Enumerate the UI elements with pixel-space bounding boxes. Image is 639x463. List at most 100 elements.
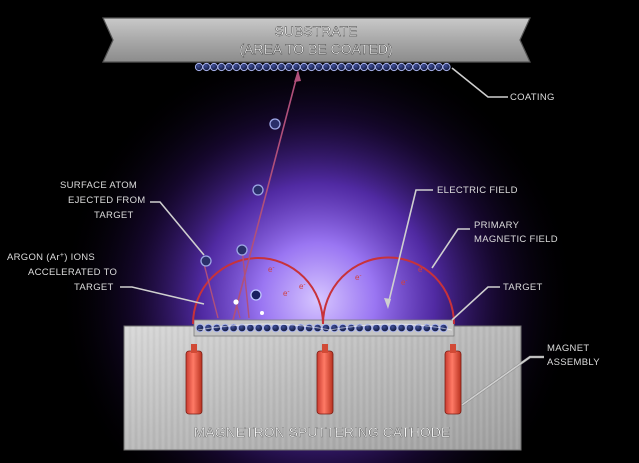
- argon-ions-pointer: [120, 286, 205, 305]
- coating-atom: [247, 62, 256, 72]
- magnet-right-cap: [450, 344, 456, 353]
- coating-atom: [194, 62, 204, 72]
- target-atom: [220, 323, 230, 333]
- magnet-assembly: [185, 344, 462, 415]
- magnet-right: [444, 350, 462, 415]
- sputtered-atom: [269, 118, 281, 130]
- surface-atom-label: SURFACE ATOM EJECTED FROM TARGET: [60, 180, 146, 221]
- target-atom: [237, 323, 247, 333]
- coating-atom: [397, 62, 406, 72]
- ion-trajectory: [235, 301, 241, 319]
- sputtered-atom: [236, 244, 248, 256]
- coating-atom: [382, 62, 391, 72]
- coating-atom: [329, 62, 339, 72]
- magnet-center-cap: [322, 344, 328, 353]
- coating-atom: [374, 62, 384, 72]
- coating-atom: [254, 62, 264, 72]
- sputtered-atoms: [200, 118, 281, 315]
- argon-ion: [250, 289, 262, 301]
- target-atom: [195, 323, 205, 333]
- coating-atom: [314, 62, 324, 72]
- argon-ions-label-line: ARGON (Ar+) IONS: [7, 252, 95, 263]
- target-atom: [380, 323, 390, 333]
- coating-layer: [194, 62, 451, 72]
- coating-atom: [209, 62, 219, 72]
- target-atom: [271, 323, 280, 333]
- coating-atom: [292, 62, 301, 72]
- target-atom: [346, 323, 356, 333]
- coating-atom: [389, 62, 399, 72]
- coating-atom: [262, 62, 271, 72]
- coating-atom: [322, 62, 331, 72]
- target-atom: [372, 323, 381, 333]
- target-pointer: [451, 286, 500, 321]
- electric-field-arrowhead: [384, 298, 391, 309]
- sputtered-atom: [200, 255, 212, 267]
- coating-atom: [232, 62, 241, 72]
- target-atom: [262, 323, 272, 333]
- target-atom: [279, 323, 289, 333]
- trajectories: [202, 70, 301, 321]
- target-atom: [254, 323, 264, 333]
- primary-field-label-line: MAGNETIC FIELD: [474, 234, 558, 245]
- coating-atom: [419, 62, 429, 72]
- primary-field-label-line: PRIMARY: [474, 220, 520, 231]
- magnetic-field-arc-left: [192, 257, 324, 325]
- coating-label: COATING: [510, 92, 555, 103]
- magnetic-field-arc-right: [322, 256, 455, 325]
- electric-field-label: ELECTRIC FIELD: [437, 185, 518, 196]
- ion-trajectory: [202, 259, 219, 319]
- magnet-left: [185, 350, 203, 415]
- substrate-subtitle: (AREA TO BE COATED): [239, 41, 392, 57]
- magnet-center: [316, 350, 334, 415]
- target-atom: [330, 323, 339, 333]
- electrons: e- e- e- e- e- e-: [268, 265, 424, 298]
- coating-atom: [337, 62, 346, 72]
- coating-atom: [359, 62, 369, 72]
- coating-atom: [217, 62, 226, 72]
- magnet-assembly-pointer: [461, 356, 544, 406]
- primary-field-pointer: [431, 228, 470, 269]
- electron: e-: [283, 289, 289, 298]
- electron: e-: [418, 265, 424, 274]
- ion-trajectory: [241, 247, 250, 319]
- coating-atom: [202, 62, 211, 72]
- surface-atom-label-line: SURFACE ATOM: [60, 180, 137, 191]
- substrate: SUBSTRATE (AREA TO BE COATED): [102, 17, 531, 63]
- argon-ions-label: ARGON (Ar+) IONS ACCELERATED TO TARGET: [7, 252, 117, 293]
- coating-atom: [352, 62, 361, 72]
- electron: e-: [401, 278, 407, 287]
- substrate-title: SUBSTRATE: [275, 23, 358, 39]
- coating-atom: [284, 62, 294, 72]
- coating-atom: [367, 62, 376, 72]
- coating-atom: [404, 62, 414, 72]
- coating-atom: [224, 62, 234, 72]
- coating-atom: [239, 62, 249, 72]
- target-label: TARGET: [503, 282, 543, 293]
- target-atom: [397, 323, 406, 333]
- target-atom: [430, 323, 440, 333]
- surface-atom-label-line: EJECTED FROM: [68, 195, 146, 206]
- coating-atom: [269, 62, 279, 72]
- sputtered-atom: [252, 184, 264, 196]
- substrate-plate: [102, 17, 531, 63]
- trajectory-arrowhead: [294, 70, 301, 82]
- coating-atom: [307, 62, 316, 72]
- electric-field-pointer: [387, 189, 433, 306]
- surface-atom-label-line: TARGET: [94, 210, 134, 221]
- coating-atom: [427, 62, 436, 72]
- magnet-assembly-label-line: MAGNET: [547, 343, 589, 354]
- coating-atom: [277, 62, 286, 72]
- coating-atom: [442, 62, 451, 72]
- coating-atom: [434, 62, 444, 72]
- magnet-left-cap: [191, 344, 197, 353]
- ejected-atom-trajectory: [232, 71, 299, 321]
- electron: e-: [268, 265, 274, 274]
- coating-pointer: [451, 67, 508, 98]
- coating-atom: [299, 62, 309, 72]
- target-atom: [405, 323, 415, 333]
- coating-atom: [412, 62, 421, 72]
- electron: e-: [355, 273, 361, 282]
- argon-ion: [233, 299, 239, 305]
